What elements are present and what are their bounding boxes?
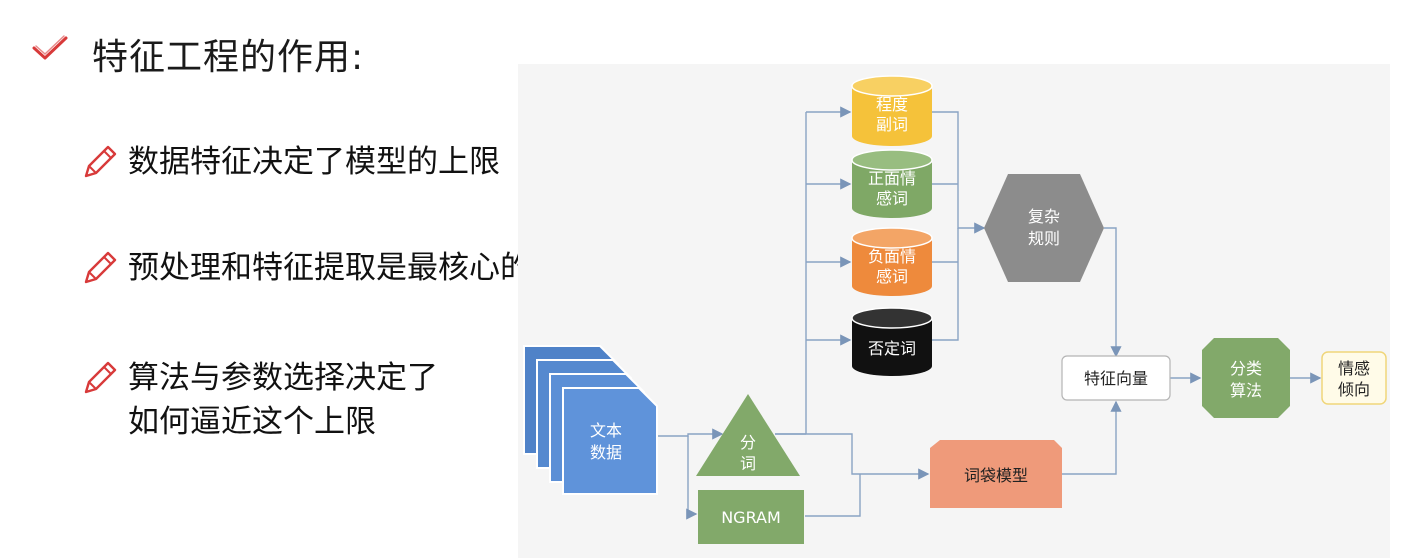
bag-of-words-box bbox=[930, 440, 1062, 508]
sentiment-box bbox=[1321, 351, 1387, 405]
sentiment-label-1: 情感 bbox=[1338, 359, 1370, 378]
bullet-1: 数据特征决定了模型的上限 bbox=[128, 144, 500, 180]
segmentation-label-1: 分 bbox=[740, 433, 756, 452]
pencil-icon bbox=[84, 361, 117, 394]
classifier-label-1: 分类 bbox=[1230, 359, 1262, 378]
bullet-4: 如何逼近这个上限 bbox=[128, 404, 376, 440]
degree-words-cylinder bbox=[851, 75, 933, 146]
complex-rules-label-1: 复杂 bbox=[1028, 207, 1060, 226]
connector-bow-to-vector bbox=[1062, 400, 1122, 475]
bullet-2: 预处理和特征提取是最核心的 bbox=[128, 250, 531, 286]
degree-words-label-2: 副词 bbox=[876, 115, 908, 134]
feature-vector-label: 特征向量 bbox=[1084, 369, 1148, 388]
connector-seg-to-bow bbox=[775, 433, 930, 480]
negative-words-cylinder bbox=[851, 227, 933, 296]
degree-words-label-1: 程度 bbox=[876, 95, 908, 114]
sentiment-label-2: 倾向 bbox=[1338, 380, 1370, 399]
negative-words-label-1: 负面情 bbox=[868, 247, 916, 266]
text-data-documents-icon bbox=[523, 345, 658, 495]
segmentation-triangle bbox=[696, 394, 800, 476]
connector-ngram-to-bow bbox=[805, 474, 861, 517]
ngram-label: NGRAM bbox=[721, 508, 781, 527]
bullet-3: 算法与参数选择决定了 bbox=[128, 360, 438, 396]
connector-text-to-seg bbox=[655, 428, 724, 440]
negation-words-cylinder bbox=[851, 307, 933, 376]
segmentation-label-2: 词 bbox=[740, 454, 756, 473]
check-icon bbox=[32, 35, 68, 60]
pencil-icon bbox=[84, 251, 117, 284]
feature-vector-box bbox=[1061, 355, 1171, 401]
complex-rules-hexagon bbox=[984, 174, 1104, 282]
positive-words-label-2: 感词 bbox=[876, 189, 908, 208]
text-data-label-1: 文本 bbox=[590, 421, 622, 440]
connector-degree-out bbox=[932, 111, 986, 234]
connector-text-to-ngram bbox=[686, 436, 698, 520]
pencil-icon bbox=[84, 145, 117, 178]
page-title: 特征工程的作用: bbox=[92, 37, 365, 78]
classifier-shape bbox=[1202, 338, 1290, 418]
complex-rules-label-2: 规则 bbox=[1028, 229, 1060, 248]
negation-words-label: 否定词 bbox=[868, 339, 916, 358]
negative-words-label-2: 感词 bbox=[876, 267, 908, 286]
connector-rules-to-vector bbox=[1104, 227, 1122, 358]
classifier-label-2: 算法 bbox=[1230, 381, 1262, 400]
positive-words-cylinder bbox=[851, 149, 933, 218]
text-data-label-2: 数据 bbox=[590, 443, 622, 462]
connector-negation-out bbox=[932, 228, 959, 341]
positive-words-label-1: 正面情 bbox=[868, 169, 916, 188]
bag-of-words-label: 词袋模型 bbox=[964, 466, 1028, 485]
ngram-box bbox=[698, 490, 804, 544]
